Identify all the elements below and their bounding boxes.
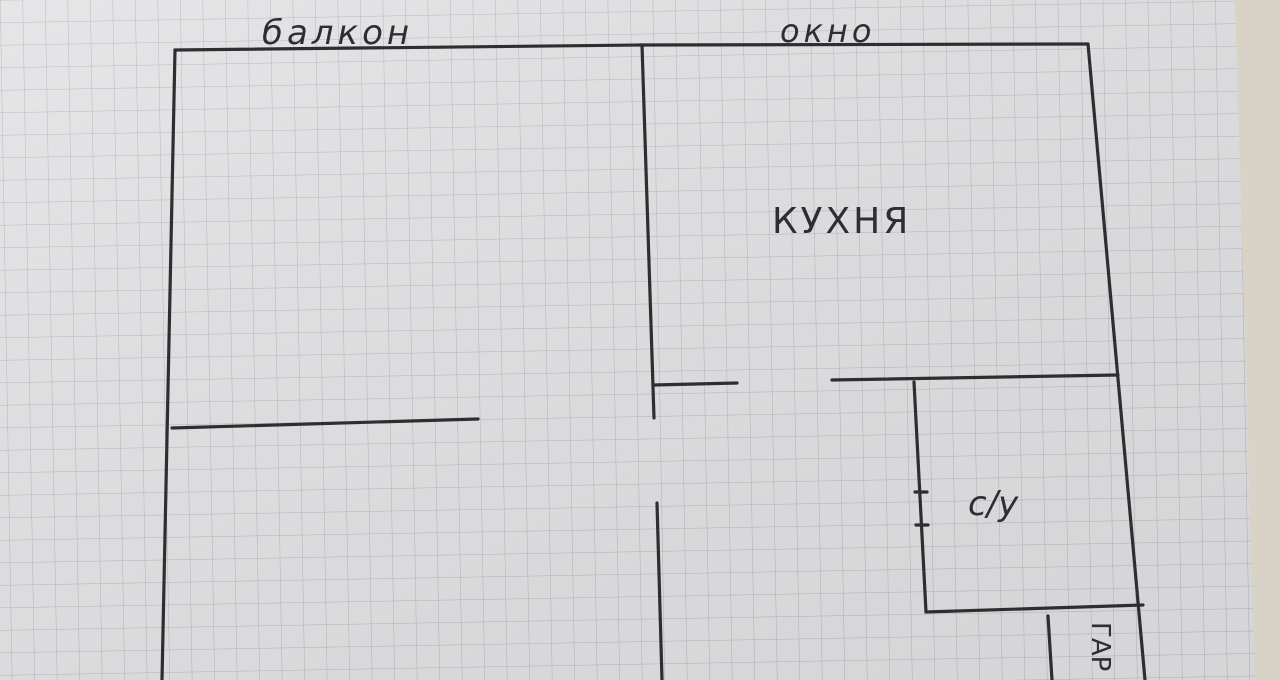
- label-kitchen: кухня: [772, 201, 911, 242]
- label-balcony: балкон: [262, 13, 413, 53]
- wall-kitchen-bottom: [830, 373, 1120, 382]
- wall-bathroom-bottom: [924, 603, 1145, 614]
- wall-top-left: [173, 43, 643, 52]
- label-bathroom: с/у: [968, 484, 1019, 524]
- wall-right: [1086, 42, 1147, 680]
- wall-left: [160, 48, 177, 680]
- wall-bathroom-left: [912, 380, 928, 614]
- wall-wardrobe: [1046, 614, 1054, 680]
- walls: [160, 42, 1147, 680]
- wall-middle: [640, 43, 656, 420]
- wall-hall: [655, 501, 664, 680]
- wall-room-bottom: [170, 417, 480, 430]
- label-wardrobe: гар: [1085, 622, 1115, 671]
- label-window: окно: [780, 12, 875, 50]
- wall-kitchen-stub: [652, 381, 739, 387]
- wall-top-right: [639, 42, 1090, 47]
